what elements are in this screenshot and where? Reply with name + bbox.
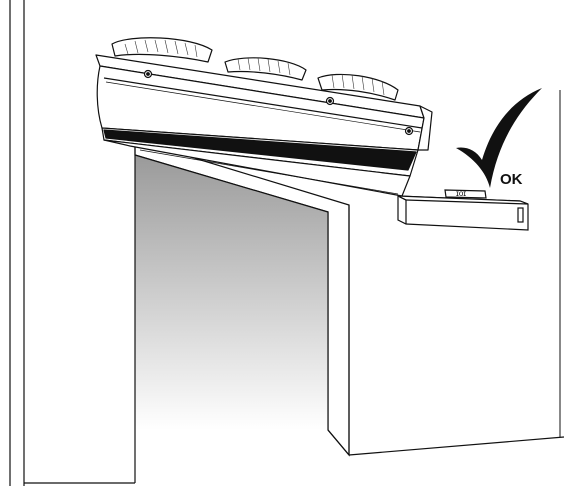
ok-label: OK	[500, 171, 523, 188]
door-opening	[134, 139, 350, 483]
checkmark-icon	[456, 88, 542, 188]
floor-lines	[24, 436, 564, 484]
wall-corner	[9, 0, 25, 486]
air-curtain-unit	[95, 37, 433, 197]
level-marking: ɪᴏɪ	[456, 189, 466, 198]
fan-grille-icon	[111, 37, 399, 101]
spirit-level-icon: ɪᴏɪ	[397, 189, 529, 231]
